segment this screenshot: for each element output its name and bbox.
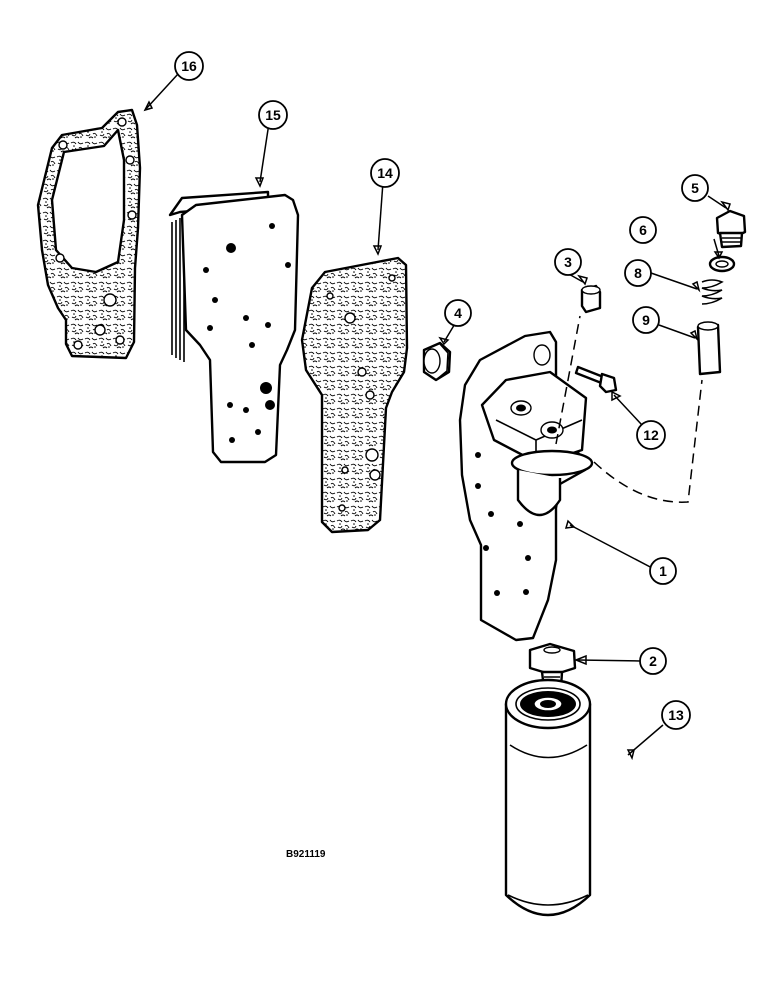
svg-text:15: 15	[265, 107, 281, 123]
svg-text:1: 1	[659, 563, 667, 579]
svg-text:13: 13	[668, 707, 684, 723]
callout-16: 16	[174, 51, 204, 81]
gasket-front	[300, 256, 409, 534]
oil-filter-13	[504, 678, 592, 917]
svg-text:4: 4	[454, 305, 462, 321]
callout-1: 1	[649, 557, 677, 585]
svg-text:14: 14	[377, 165, 393, 181]
svg-text:16: 16	[181, 58, 197, 74]
washer-6	[708, 255, 736, 273]
leader-lines	[143, 73, 731, 761]
callout-3: 3	[554, 248, 582, 276]
spring-8	[701, 279, 724, 305]
assembly-dash-lines	[555, 315, 703, 503]
svg-text:3: 3	[564, 254, 572, 270]
callout-6: 6	[629, 216, 657, 244]
svg-text:9: 9	[642, 312, 650, 328]
svg-text:12: 12	[643, 427, 659, 443]
callout-12: 12	[636, 420, 666, 450]
callout-5: 5	[681, 174, 709, 202]
fitting-4	[422, 341, 452, 382]
svg-text:5: 5	[691, 180, 699, 196]
valve-9	[696, 321, 722, 376]
plug-3	[580, 284, 602, 314]
callout-9: 9	[632, 306, 660, 334]
oil-cooler-core	[168, 190, 300, 464]
svg-text:6: 6	[639, 222, 647, 238]
callout-8: 8	[624, 259, 652, 287]
callout-13: 13	[661, 700, 691, 730]
figure-reference: B921119	[286, 849, 326, 860]
gasket-rear	[36, 108, 142, 360]
callout-2: 2	[639, 647, 667, 675]
filter-head-housing	[458, 330, 594, 642]
plug-5	[715, 209, 747, 249]
bolt-12	[574, 365, 618, 394]
svg-text:8: 8	[634, 265, 642, 281]
callout-15: 15	[258, 100, 288, 130]
callout-14: 14	[370, 158, 400, 188]
callout-4: 4	[444, 299, 472, 327]
svg-text:2: 2	[649, 653, 657, 669]
